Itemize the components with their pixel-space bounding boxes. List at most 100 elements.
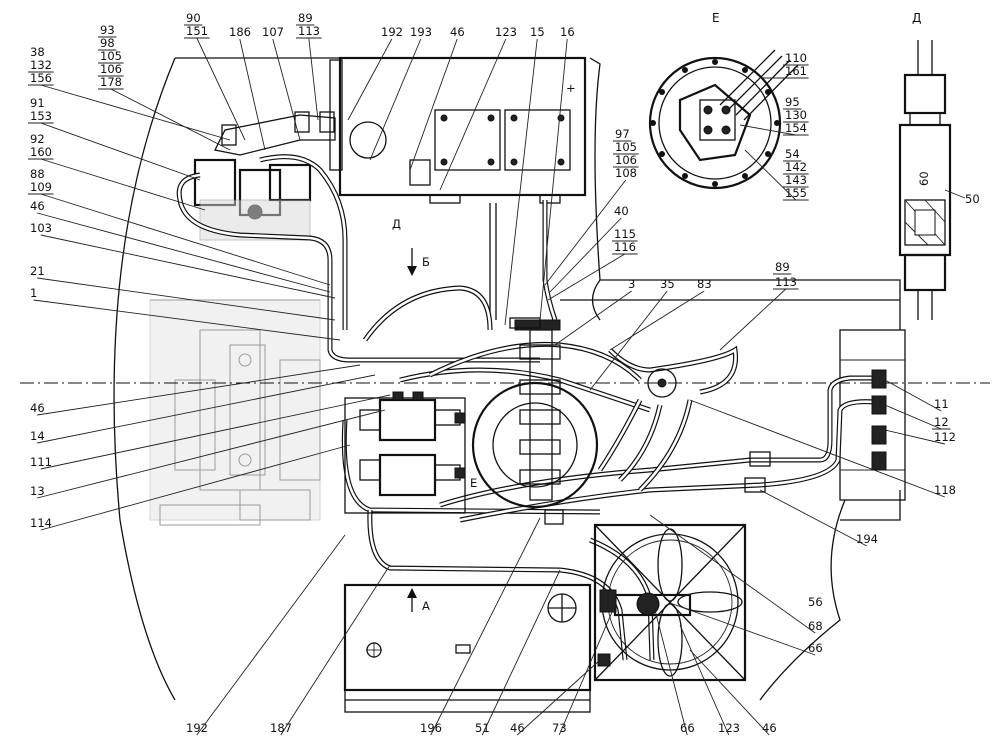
callout-left-1: 1 <box>30 286 37 300</box>
hose-lines <box>176 154 876 661</box>
upper-left-valves <box>193 111 336 241</box>
leader-line <box>744 149 797 201</box>
callout-right-118-3: 118 <box>934 483 956 497</box>
leader-line <box>40 444 351 531</box>
leader-line <box>33 299 341 341</box>
callout-mid-40: 40 <box>614 204 629 218</box>
callout-bottom-192-0: 192 <box>186 721 208 735</box>
leader-line <box>679 624 730 736</box>
callout-right-66-7: 66 <box>808 641 823 655</box>
frame-contour <box>113 57 906 701</box>
callout-left-156: 156 <box>30 71 52 85</box>
leader-line <box>40 84 231 141</box>
view-e-title: Е <box>712 11 720 25</box>
leader-line <box>40 234 336 299</box>
leader-line <box>40 158 206 211</box>
callout-right-194-4: 194 <box>856 532 878 546</box>
leader-line <box>40 122 201 181</box>
leader-line <box>544 179 627 286</box>
callout-view-e-142: 142 <box>785 160 807 174</box>
leader-line <box>40 394 391 470</box>
callout-mid-106: 106 <box>615 153 637 167</box>
callout-left-13: 13 <box>30 484 45 498</box>
callout-left-21: 21 <box>30 264 45 278</box>
view-b-mark: Б <box>422 255 430 269</box>
callout-top-15: 15 <box>530 25 545 39</box>
callout-mid-97: 97 <box>615 127 630 141</box>
leader-line <box>689 399 945 498</box>
leader-line <box>539 38 568 321</box>
callout-view-d-50: 50 <box>965 192 980 206</box>
callout-mid-116: 116 <box>614 240 636 254</box>
leader-line <box>547 253 626 301</box>
leader-line <box>589 290 668 391</box>
callout-view-e-95: 95 <box>785 95 800 109</box>
callout-bottom-66-6: 66 <box>680 721 695 735</box>
callout-right-12-1: 12 <box>934 415 949 429</box>
callout-bottom-123-7: 123 <box>718 721 740 735</box>
leader-line <box>37 277 336 321</box>
leader-line <box>884 429 945 445</box>
dimension-60: 60 <box>917 171 931 186</box>
callout-view-e-110: 110 <box>785 51 807 65</box>
view-a-mark: А <box>422 599 430 613</box>
leader-line <box>37 212 331 293</box>
distributor-block <box>471 319 599 525</box>
callout-mid-115: 115 <box>614 227 636 241</box>
leader-line <box>272 38 301 141</box>
callout-mid-3: 3 <box>628 277 635 291</box>
leader-line <box>669 602 816 656</box>
callout-top-113: 113 <box>298 24 320 38</box>
callout-right-11-0: 11 <box>934 397 949 411</box>
leader-line <box>239 38 266 151</box>
leader-line <box>37 374 376 444</box>
leader-line <box>504 38 538 326</box>
view-d-title: Д <box>912 11 921 25</box>
right-fittings <box>509 317 887 493</box>
callout-left-153: 153 <box>30 109 52 123</box>
callout-left-111: 111 <box>30 455 52 469</box>
callout-mid-83: 83 <box>697 277 712 291</box>
callout-top-90: 90 <box>186 11 201 25</box>
leader-line <box>649 514 816 634</box>
callout-left-132: 132 <box>30 58 52 72</box>
callout-left-91: 91 <box>30 96 45 110</box>
callout-stack-105: 105 <box>100 49 122 63</box>
leader-line <box>554 290 632 346</box>
callout-top-193: 193 <box>410 25 432 39</box>
callout-right-68-6: 68 <box>808 619 823 633</box>
upper-panel: + <box>329 56 587 320</box>
leader-line <box>759 489 868 547</box>
callout-mid-113: 113 <box>775 275 797 289</box>
leader-line <box>40 193 331 286</box>
callout-mid-108: 108 <box>615 166 637 180</box>
leader-line <box>481 569 561 736</box>
callout-top-89: 89 <box>298 11 313 25</box>
callout-view-e-155: 155 <box>785 186 807 200</box>
callout-stack-106: 106 <box>100 62 122 76</box>
leader-line <box>609 290 705 351</box>
callout-view-e-143: 143 <box>785 173 807 187</box>
leader-line <box>558 604 616 736</box>
callout-stack-178: 178 <box>100 75 122 89</box>
leader-line <box>689 649 770 736</box>
leader-line <box>37 364 361 416</box>
leader-line <box>347 38 393 121</box>
leader-line <box>110 88 231 151</box>
callout-top-123: 123 <box>495 25 517 39</box>
leader-line <box>549 217 622 293</box>
callout-top-186: 186 <box>229 25 251 39</box>
leader-line <box>739 124 796 136</box>
leader-line <box>369 38 422 161</box>
callout-left-103: 103 <box>30 221 52 235</box>
direction-arrows: Б А Д Е <box>392 217 477 613</box>
callout-left-160: 160 <box>30 145 52 159</box>
callout-top-46: 46 <box>450 25 465 39</box>
inset-view-d: Д 60 <box>898 11 966 320</box>
callout-bottom-73-5: 73 <box>552 721 567 735</box>
ghost-engine-block <box>149 299 321 526</box>
lower-tank <box>343 583 592 713</box>
leader-line <box>430 517 541 736</box>
leader-line <box>37 409 386 499</box>
leader-line <box>884 404 942 430</box>
